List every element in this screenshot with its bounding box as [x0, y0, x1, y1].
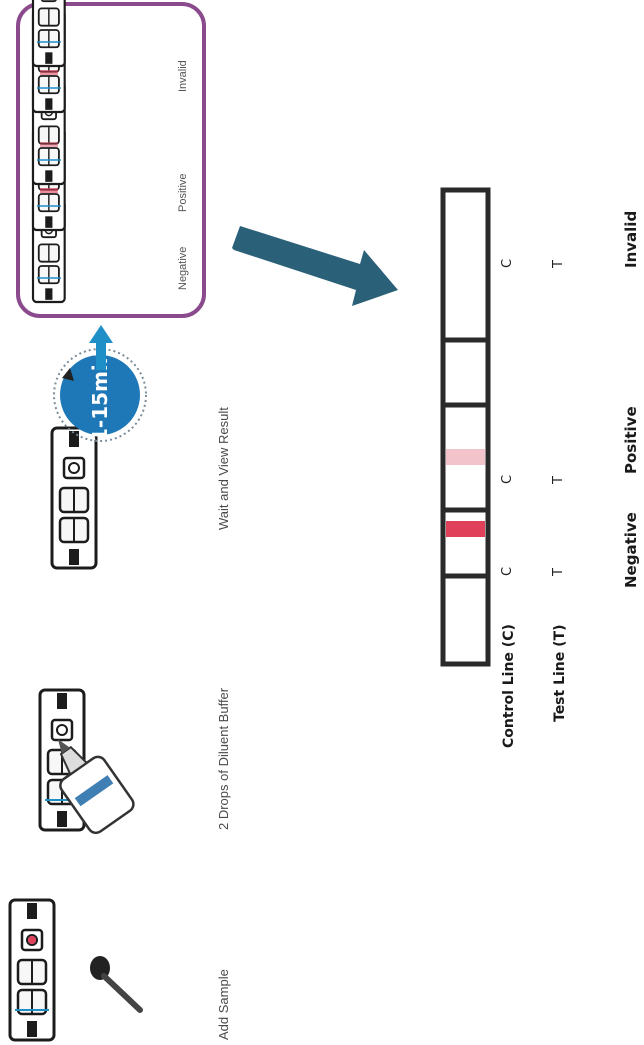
- result-label-positive: Positive: [622, 406, 640, 474]
- example-cassette-positive-2: [31, 82, 66, 186]
- dropper-icon: [90, 956, 143, 1013]
- big-arrow-icon: [232, 226, 398, 306]
- cassette-wait: [50, 426, 98, 570]
- step-diluent: 2 Drops of Diluent Buffer: [38, 687, 231, 835]
- t-label-positive: T: [551, 476, 566, 485]
- example-cassette-negative: [31, 200, 66, 304]
- example-label-positive: Positive: [177, 173, 189, 212]
- c-label-negative: C: [500, 567, 515, 576]
- t-label-negative: T: [551, 568, 566, 577]
- arrow-up-icon: [89, 325, 113, 370]
- c-label-invalid: C: [500, 259, 515, 268]
- step-add-sample: Add Sample: [8, 898, 231, 1042]
- example-label-negative: Negative: [177, 247, 189, 290]
- example-cassette-positive-1: [31, 128, 66, 232]
- step-label-wait-view: Wait and View Result: [216, 407, 231, 530]
- example-cassette-invalid-2: [31, 0, 66, 68]
- buffer-bottle-icon: [57, 739, 135, 835]
- example-label-invalid: Invalid: [177, 60, 189, 92]
- t-label-invalid: T: [551, 260, 566, 269]
- result-label-negative: Negative: [622, 512, 640, 588]
- step-label-diluent: 2 Drops of Diluent Buffer: [216, 687, 231, 830]
- cassette-add-sample: [8, 898, 56, 1042]
- c-label-positive: C: [500, 475, 515, 484]
- legend-control-line: Control Line (C): [501, 624, 517, 748]
- strip-positive-1-test-line: [446, 521, 485, 537]
- step-label-add-sample: Add Sample: [216, 969, 231, 1040]
- result-examples-panel: Negative Positive Invalid: [16, 0, 206, 318]
- example-cassette-invalid-1: [31, 10, 66, 114]
- result-label-invalid: Invalid: [622, 211, 640, 268]
- strip-positive-2-test-line: [446, 449, 485, 465]
- step-wait-view: 1-15min Wait and View Result: [50, 325, 231, 570]
- result-strips: [440, 187, 491, 667]
- strip-invalid-2: [440, 187, 491, 343]
- legend-test-line: Test Line (T): [552, 625, 568, 723]
- strip-letter-labels: C T C T C T: [500, 259, 566, 577]
